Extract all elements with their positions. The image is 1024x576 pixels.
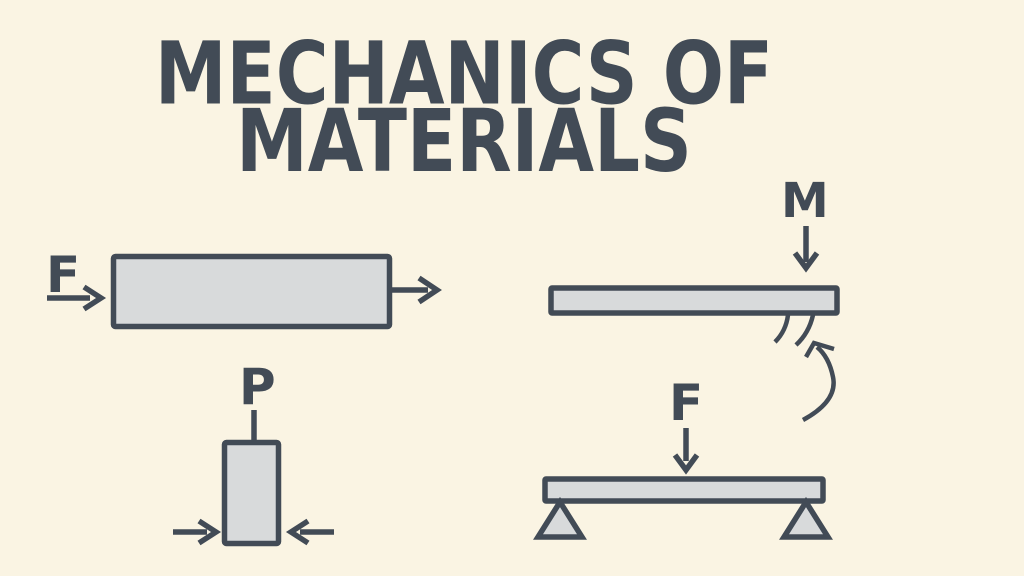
tension-left-arrow-head [82,284,107,312]
beam-force-label: F [669,374,703,432]
page-title-line2: MATERIALS [236,90,692,192]
tension-bar [110,253,393,330]
compression-right-arrow-head [285,518,310,546]
page-title: MECHANICS OF MATERIALS [0,23,928,192]
bend-mark-2 [794,314,816,347]
moment-curved-arrow-head [804,340,835,359]
left-support-triangle [533,496,587,540]
compression-diagram: P [173,358,334,547]
compression-column [221,439,282,547]
compression-left-arrow-head [197,518,222,546]
bend-mark-1 [773,314,791,344]
bending-moment-diagram: M [548,173,840,422]
right-support-triangle [779,496,833,540]
cantilever-beam [548,285,840,316]
beam-load-diagram: F [533,374,833,540]
tension-force-label: F [46,246,80,304]
page-title-line1: MECHANICS OF [154,23,774,125]
compression-force-label: P [239,358,276,416]
tension-diagram: F [46,246,442,330]
tension-right-arrow-head [417,275,442,305]
simply-supported-beam [542,476,826,504]
moment-label: M [781,173,829,229]
moment-curved-arrow-shaft [801,345,836,422]
moment-down-arrow-head [792,251,820,273]
beam-down-arrow-head [672,453,700,475]
